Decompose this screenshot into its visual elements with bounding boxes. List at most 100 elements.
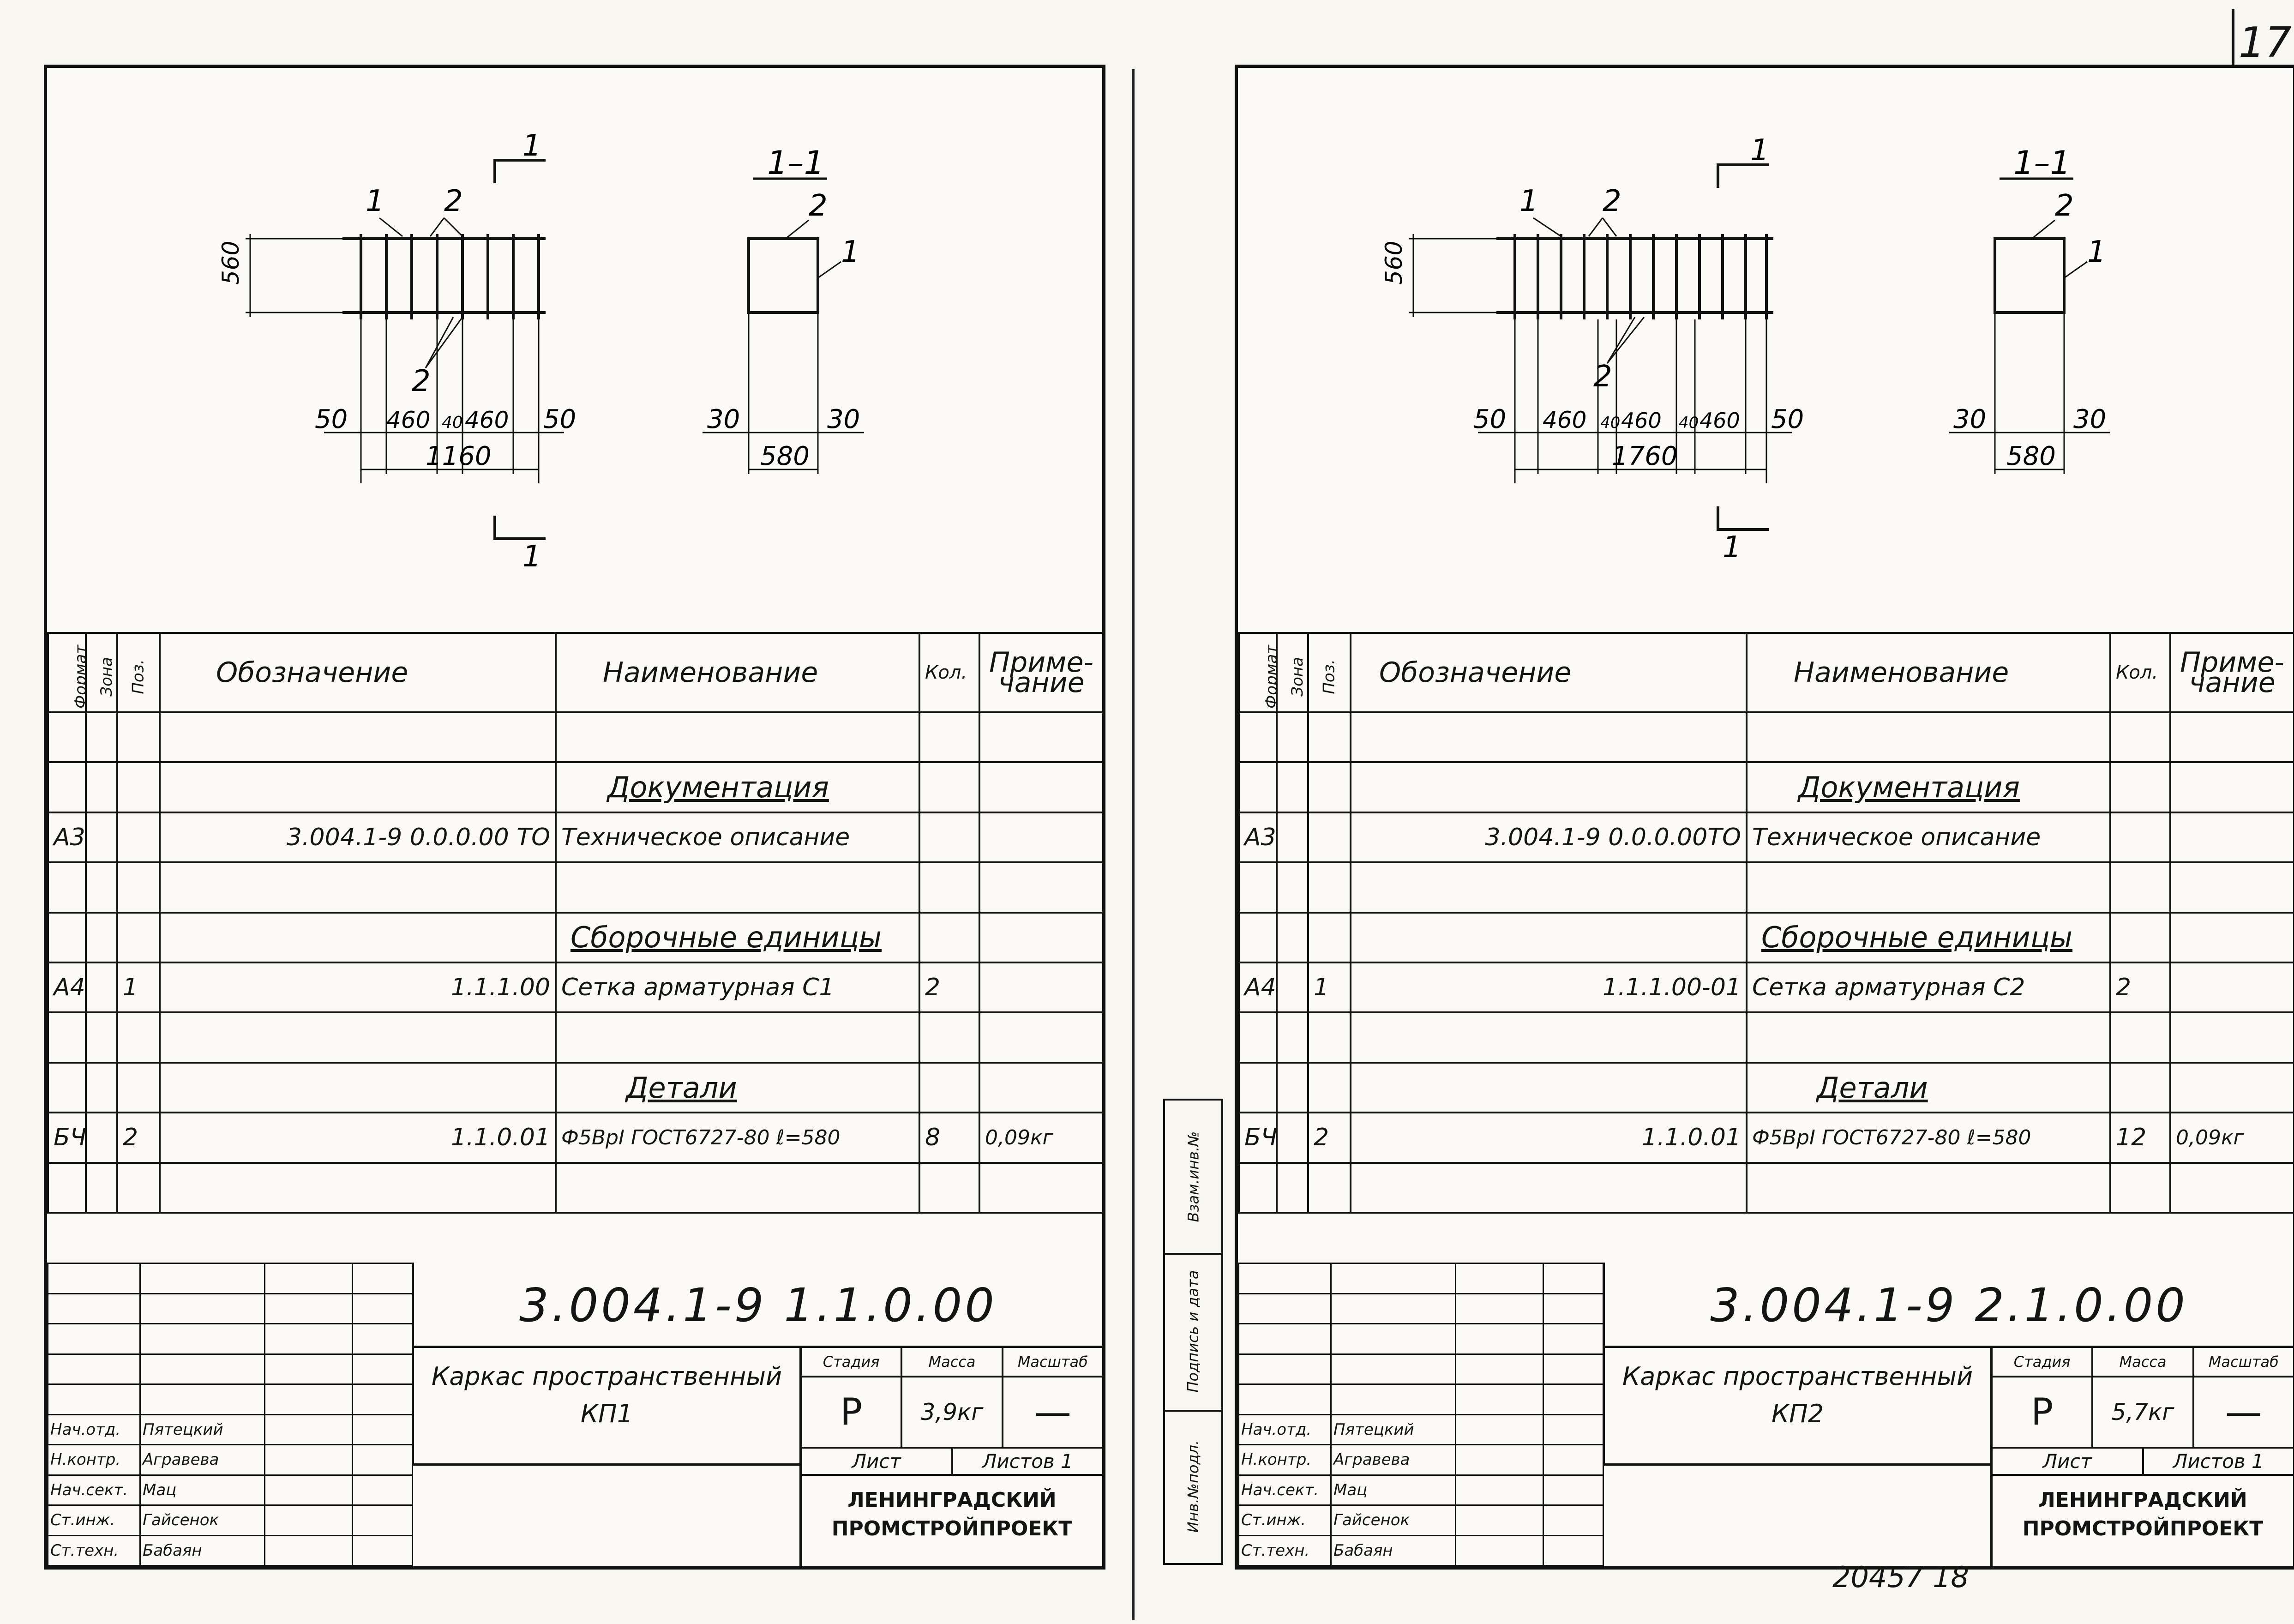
- dim-left: 50: [1473, 404, 1506, 434]
- row-designation: 1.1.1.00: [159, 962, 557, 1014]
- drawing-sheet-kp2: 1 2 2 1 1 560 50 460 40 460 40 460 50 17…: [1235, 65, 2294, 1570]
- spec-header-row: Формат Зона Поз. Обозначение Наименовани…: [47, 632, 1104, 714]
- row-designation: 1.1.1.00-01: [1350, 962, 1748, 1014]
- row-format: А3: [47, 811, 87, 864]
- signature-row: Нач.сект.Мац: [47, 1474, 413, 1506]
- table-row: [47, 1011, 1104, 1064]
- stage-value: Р: [802, 1377, 903, 1447]
- title-block-kp1: Нач.отд.Пятецкий Н.контр.Агравева Нач.се…: [47, 1263, 1102, 1566]
- table-row: [47, 1161, 1104, 1214]
- height-dim: 560: [217, 241, 244, 285]
- sig-role: Ст.инж.: [47, 1504, 141, 1536]
- sig-role: Нач.отд.: [47, 1413, 141, 1445]
- col-name: Наименование: [1746, 632, 2111, 714]
- table-row: [1238, 1161, 2294, 1214]
- table-row: [1238, 1011, 2294, 1064]
- signature-row: Ст.техн.Бабаян: [47, 1534, 413, 1566]
- section-dim-total: 580: [760, 441, 810, 471]
- section-dim-total: 580: [2006, 441, 2056, 471]
- leader-pos1: 1: [366, 184, 384, 218]
- org-line2: ПРОМСТРОЙПРОЕКТ: [2022, 1517, 2264, 1540]
- section-details: Детали: [555, 1061, 920, 1114]
- row-note: 0,09кг: [979, 1112, 1104, 1164]
- col-note: Приме-чание: [2169, 632, 2294, 714]
- row-pos: 2: [116, 1112, 161, 1164]
- table-row: [47, 861, 1104, 914]
- row-name: Сетка арматурная С1: [555, 962, 920, 1014]
- title-line2: КП1: [580, 1399, 633, 1428]
- stamp-replace-inv: Взам.инв.№: [1184, 1131, 1202, 1222]
- row-name: Техническое описание: [555, 811, 920, 864]
- dim-right: 50: [1771, 404, 1804, 434]
- col-pos: Поз.: [1320, 659, 1339, 694]
- document-code: 3.004.1-9 2.1.0.00: [1603, 1263, 2293, 1348]
- archive-number: 20457 18: [1832, 1560, 1969, 1594]
- leader-pos2: 2: [1603, 184, 1621, 218]
- row-designation: 3.004.1-9 0.0.0.00ТО: [1350, 811, 1748, 864]
- specification-table-kp1: Формат Зона Поз. Обозначение Наименовани…: [47, 632, 1104, 1214]
- table-row: Документация: [47, 761, 1104, 813]
- section-documentation: Документация: [555, 761, 920, 813]
- table-row: А4 1 1.1.1.00 Сетка арматурная С1 2: [47, 962, 1104, 1014]
- section-assembly-units: Сборочные единицы: [1746, 911, 2111, 964]
- col-format: Формат: [1262, 645, 1277, 709]
- row-format: БЧ: [1238, 1112, 1278, 1164]
- section-mark-top: 1: [1750, 133, 1769, 168]
- org-line1: ЛЕНИНГРАДСКИЙ: [2038, 1488, 2247, 1512]
- sig-role: Ст.техн.: [47, 1534, 141, 1566]
- col-note: Приме-чание: [979, 632, 1104, 714]
- row-name: Техническое описание: [1746, 811, 2111, 864]
- stage-mass-scale: Стадия Масса Масштаб Р 5,7кг — Лист Лист…: [1990, 1348, 2293, 1566]
- document-code: 3.004.1-9 1.1.0.00: [412, 1263, 1102, 1348]
- specification-table-kp2: Формат Зона Поз. Обозначение Наименовани…: [1238, 632, 2294, 1214]
- table-row: Документация: [1238, 761, 2294, 813]
- title-line1: Каркас пространственный: [1622, 1362, 1973, 1391]
- section-documentation: Документация: [1746, 761, 2111, 813]
- org-line1: ЛЕНИНГРАДСКИЙ: [847, 1488, 1057, 1512]
- org-line2: ПРОМСТРОЙПРОЕКТ: [831, 1517, 1073, 1540]
- row-format: БЧ: [47, 1112, 87, 1164]
- stamp-signature-date: Подпись и дата: [1184, 1270, 1202, 1393]
- signature-row: Н.контр.Агравева: [1238, 1444, 1604, 1476]
- section-details: Детали: [1746, 1061, 2111, 1114]
- stage-label: Стадия: [802, 1348, 903, 1376]
- height-dim: 560: [1381, 241, 1407, 285]
- row-designation: 3.004.1-9 0.0.0.00 ТО: [159, 811, 557, 864]
- row-designation: 1.1.0.01: [159, 1112, 557, 1164]
- leader-pos2-lower: 2: [1593, 360, 1612, 394]
- stage-value: Р: [1993, 1377, 2094, 1447]
- table-row: Детали: [1238, 1061, 2294, 1114]
- signature-row: Нач.отд.Пятецкий: [47, 1413, 413, 1445]
- signature-row: Ст.инж.Гайсенок: [1238, 1504, 1604, 1536]
- row-qty: 12: [2109, 1112, 2171, 1164]
- col-designation: Обозначение: [1350, 632, 1748, 714]
- frame-drawing-kp2: 1 2 2 1 1 560 50 460 40 460 40 460 50 17…: [1381, 133, 2110, 565]
- sig-name: Пятецкий: [139, 1413, 265, 1445]
- page-number-bar: [2232, 9, 2234, 74]
- scale-label: Масштаб: [1017, 1353, 1088, 1371]
- title-divider: [412, 1463, 799, 1466]
- table-row: [1238, 861, 2294, 914]
- page-number: 17: [2239, 18, 2292, 67]
- sig-name: Агравева: [139, 1444, 265, 1476]
- title-line1: Каркас пространственный: [431, 1362, 782, 1391]
- stamp-original-inv: Инв.№подл.: [1184, 1440, 1202, 1533]
- leader-pos2-lower: 2: [412, 364, 431, 398]
- signature-row: Ст.инж.Гайсенок: [47, 1504, 413, 1536]
- organization: ЛЕНИНГРАДСКИЙ ПРОМСТРОЙПРОЕКТ: [1993, 1476, 2293, 1543]
- row-pos: 1: [116, 962, 161, 1014]
- signature-row: Н.контр.Агравева: [47, 1444, 413, 1476]
- row-name: Ф5ВрI ГОСТ6727-80 ℓ=580: [555, 1112, 920, 1164]
- mass-value: 3,9кг: [902, 1377, 1003, 1447]
- row-qty: 2: [2109, 962, 2171, 1014]
- row-designation: 1.1.0.01: [1350, 1112, 1748, 1164]
- section-title: 1–1: [767, 144, 824, 182]
- col-zone: Зона: [97, 657, 116, 697]
- section-mark-bottom: 1: [1723, 530, 1742, 565]
- table-row: А3 3.004.1-9 0.0.0.00 ТО Техническое опи…: [47, 811, 1104, 864]
- sig-name: Пятецкий: [1330, 1413, 1456, 1445]
- sheets-count: Листов 1: [982, 1450, 1073, 1473]
- scale-value: —: [2225, 1390, 2262, 1433]
- title-line2: КП2: [1771, 1399, 1824, 1428]
- title-block-kp2: Нач.отд.Пятецкий Н.контр.Агравева Нач.се…: [1238, 1263, 2293, 1566]
